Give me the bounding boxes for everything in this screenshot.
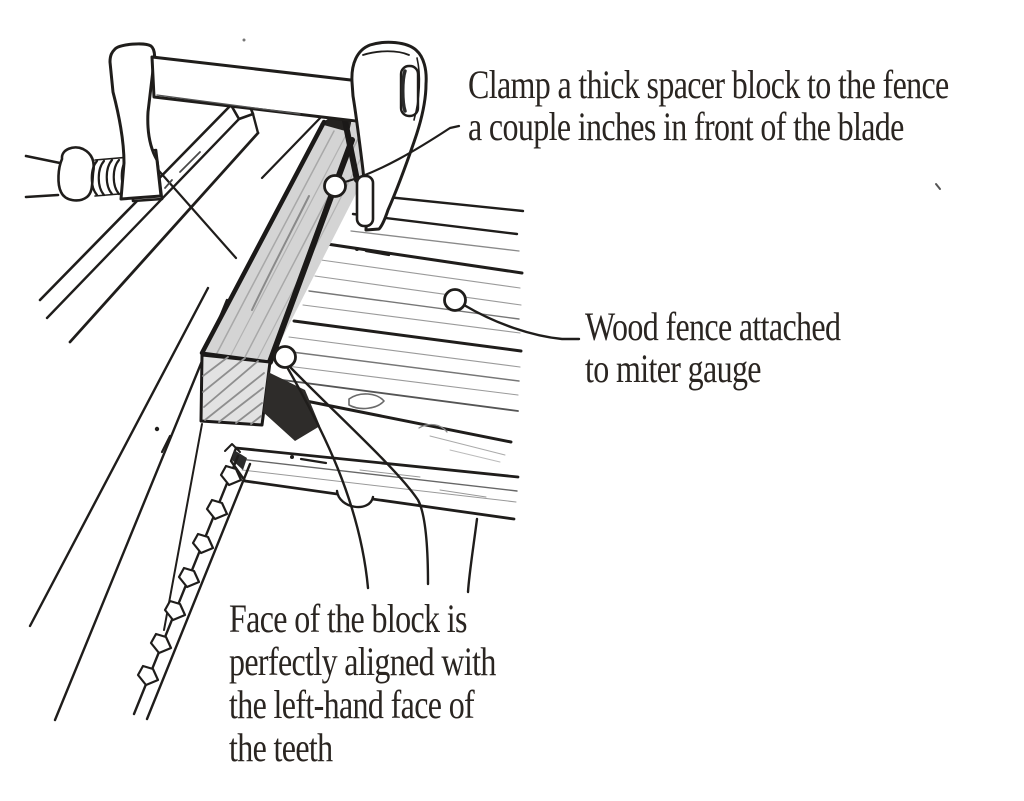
annotation-line: to miter gauge xyxy=(585,346,762,391)
annotation-line: the teeth xyxy=(229,725,333,770)
table-surface-lines xyxy=(150,112,326,260)
clamp-drawing xyxy=(24,40,428,232)
miter-gauge-bar-drawing xyxy=(229,446,520,521)
annotation-block-alignment: Face of the block is perfectly aligned w… xyxy=(229,597,496,769)
miter-gauge-head-drawing xyxy=(289,366,479,594)
annotation-wood-fence: Wood fence attached to miter gauge xyxy=(585,304,841,391)
table-rail-drawing xyxy=(38,97,260,344)
saw-teeth xyxy=(136,464,243,687)
table-edge-lines xyxy=(28,286,229,722)
leader-line-block-face xyxy=(285,365,370,590)
saw-blade-drawing xyxy=(132,443,252,721)
annotation-line: a couple inches in front of the blade xyxy=(468,104,904,149)
end-grain-hatch xyxy=(202,356,265,425)
annotation-line: Wood fence attached xyxy=(585,304,841,349)
annotation-line: perfectly aligned with xyxy=(229,639,496,684)
callout-dot-fence xyxy=(443,288,467,312)
annotation-line: Face of the block is xyxy=(229,596,467,641)
callouts xyxy=(273,124,581,590)
shadow-under-fence xyxy=(263,372,320,441)
clamp-sliding-jaw xyxy=(108,42,163,201)
clamp-pressure-pad xyxy=(355,174,375,228)
annotation-line: Clamp a thick spacer block to the fence xyxy=(468,62,949,107)
callout-dot-block-face xyxy=(273,345,297,369)
leader-line-fence xyxy=(462,303,581,341)
clamp-handle xyxy=(24,146,95,202)
leader-line-clamp xyxy=(343,124,461,184)
annotation-line: the left-hand face of xyxy=(229,682,475,727)
callout-dot-spacer-block xyxy=(323,174,347,198)
annotation-clamp-spacer-block: Clamp a thick spacer block to the fence … xyxy=(468,64,949,148)
print-specks xyxy=(242,38,941,190)
clamp-bar xyxy=(150,55,370,124)
